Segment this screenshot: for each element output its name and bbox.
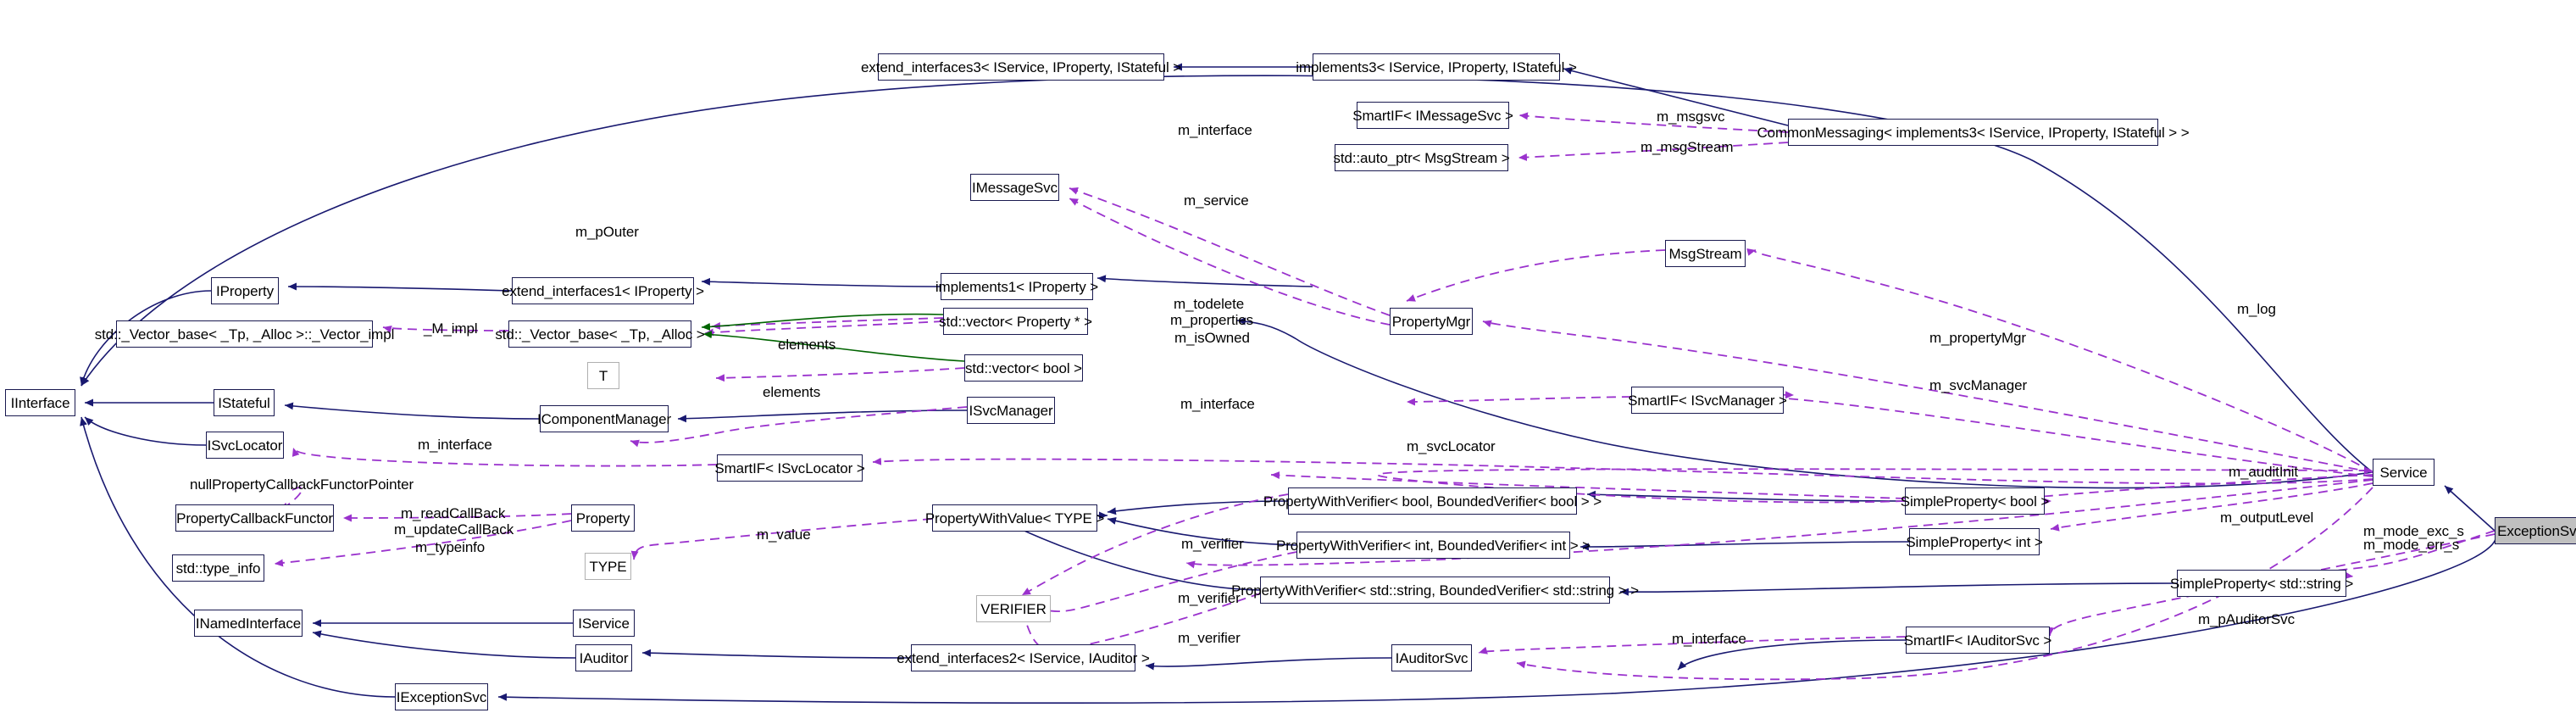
edge-label-m_pAuditorSvc: m_pAuditorSvc bbox=[2198, 611, 2295, 627]
edge-label-m_service: m_service bbox=[1184, 192, 1249, 209]
class-node-istateful[interactable]: IStateful bbox=[214, 389, 275, 416]
edge-label-m_verifier_2: m_verifier bbox=[1178, 590, 1241, 606]
class-node-smartif_imessagesvc[interactable]: SmartIF< IMessageSvc > bbox=[1352, 102, 1513, 129]
class-node-pwv_int[interactable]: PropertyWithVerifier< int, BoundedVerifi… bbox=[1276, 532, 1591, 559]
class-node-simpleproperty_bool[interactable]: SimpleProperty< bool > bbox=[1901, 487, 2049, 515]
edge-label-elements_top: elements bbox=[778, 337, 836, 353]
class-node-tmpl_VERIFIER[interactable]: VERIFIER bbox=[976, 595, 1051, 622]
edge-label-m_interface_svcmgr: m_interface bbox=[1180, 396, 1255, 412]
class-node-exceptionsvc[interactable]: ExceptionSvc bbox=[2495, 517, 2576, 544]
class-node-msgstream[interactable]: MsgStream bbox=[1665, 240, 1746, 267]
edge-label-m_readCallBack: m_readCallBack bbox=[401, 505, 506, 521]
class-node-iauditorsvc[interactable]: IAuditorSvc bbox=[1391, 644, 1472, 671]
edge-label-m_pOuter: m_pOuter bbox=[575, 224, 639, 240]
edge-label-m_value: m_value bbox=[757, 526, 811, 543]
class-node-tmpl_T[interactable]: T bbox=[587, 362, 619, 389]
edge-label-m_msgStream: m_msgStream bbox=[1641, 139, 1734, 155]
class-node-iservice[interactable]: IService bbox=[573, 610, 635, 637]
class-node-commonmessaging[interactable]: CommonMessaging< implements3< IService, … bbox=[1757, 119, 2190, 146]
class-node-propertycallback[interactable]: PropertyCallbackFunctor bbox=[175, 504, 334, 532]
class-node-vector_bool[interactable]: std::vector< bool > bbox=[964, 354, 1083, 382]
class-node-smartif_iauditorsvc[interactable]: SmartIF< IAuditorSvc > bbox=[1904, 627, 2051, 654]
class-node-imessagesvc[interactable]: IMessageSvc bbox=[970, 174, 1059, 201]
class-node-pwv_bool[interactable]: PropertyWithVerifier< bool, BoundedVerif… bbox=[1263, 487, 1602, 515]
class-node-tmpl_TYPE[interactable]: TYPE bbox=[585, 553, 631, 580]
class-node-isvclocator[interactable]: ISvcLocator bbox=[206, 432, 284, 459]
class-node-simpleproperty_str[interactable]: SimpleProperty< std::string > bbox=[2170, 570, 2353, 597]
class-node-icomponentmanager[interactable]: IComponentManager bbox=[537, 405, 671, 432]
class-node-iproperty[interactable]: IProperty bbox=[211, 277, 279, 304]
class-node-pwv_string[interactable]: PropertyWithVerifier< std::string, Bound… bbox=[1231, 577, 1639, 604]
class-node-property[interactable]: Property bbox=[571, 504, 635, 532]
edge-label-m_verifier_1: m_verifier bbox=[1181, 536, 1244, 552]
edge-label-m_mode_err_s: m_mode_err_s bbox=[2363, 537, 2460, 553]
class-node-type_info[interactable]: std::type_info bbox=[172, 554, 264, 582]
edge-label-nullPropertyCallbackFunctorPointer: nullPropertyCallbackFunctorPointer bbox=[190, 476, 414, 493]
edge-label-m_outputLevel: m_outputLevel bbox=[2220, 510, 2314, 526]
class-node-smartif_isvcmanager[interactable]: SmartIF< ISvcManager > bbox=[1628, 387, 1787, 414]
edge-label-m_todelete: m_todelete bbox=[1174, 296, 1245, 312]
class-node-extend_interfaces1[interactable]: extend_interfaces1< IProperty > bbox=[502, 277, 704, 304]
class-node-simpleproperty_int[interactable]: SimpleProperty< int > bbox=[1906, 528, 2043, 555]
class-node-vector_base[interactable]: std::_Vector_base< _Tp, _Alloc > bbox=[495, 320, 705, 348]
edge-label-m_updateCallBack: m_updateCallBack bbox=[394, 521, 514, 538]
class-node-extend_interfaces2[interactable]: extend_interfaces2< IService, IAuditor > bbox=[897, 644, 1150, 671]
edge-label-m_interface_auditor: m_interface bbox=[1672, 631, 1746, 647]
edge-label-m_auditInit: m_auditInit bbox=[2229, 464, 2299, 480]
edge-label-m_svcManager: m_svcManager bbox=[1929, 377, 2028, 393]
edge-label-m_verifier_3: m_verifier bbox=[1178, 630, 1241, 646]
edge-label-m_interface_svcloc: m_interface bbox=[418, 437, 492, 453]
class-node-smartif_isvclocator[interactable]: SmartIF< ISvcLocator > bbox=[714, 454, 865, 482]
class-node-iinterface[interactable]: IInterface bbox=[5, 389, 75, 416]
inheritance-edges bbox=[80, 63, 2497, 705]
edge-label-elements_bot: elements bbox=[763, 384, 821, 400]
edge-label-m_properties: m_properties bbox=[1170, 312, 1254, 328]
edge-label-_M_impl: _M_impl bbox=[424, 320, 478, 337]
edge-label-m_isOwned: m_isOwned bbox=[1174, 330, 1250, 346]
class-node-implements1[interactable]: implements1< IProperty > bbox=[935, 273, 1098, 300]
edge-label-m_typeinfo: m_typeinfo bbox=[415, 539, 486, 555]
class-node-iauditor[interactable]: IAuditor bbox=[575, 644, 632, 671]
class-node-extend_interfaces3[interactable]: extend_interfaces3< IService, IProperty,… bbox=[861, 53, 1181, 81]
class-node-isvcmanager[interactable]: ISvcManager bbox=[967, 397, 1055, 424]
class-node-service[interactable]: Service bbox=[2373, 459, 2434, 486]
class-node-vector_base_impl[interactable]: std::_Vector_base< _Tp, _Alloc >::_Vecto… bbox=[95, 320, 394, 348]
class-node-inamedinterface[interactable]: INamedInterface bbox=[194, 610, 303, 637]
class-node-propertywithvalue[interactable]: PropertyWithValue< TYPE > bbox=[925, 504, 1104, 532]
edge-label-m_msgsvc: m_msgsvc bbox=[1657, 109, 1725, 125]
class-node-propertymgr[interactable]: PropertyMgr bbox=[1390, 308, 1473, 335]
edge-label-m_svcLocator: m_svcLocator bbox=[1407, 438, 1496, 454]
class-node-iexceptionsvc[interactable]: IExceptionSvc bbox=[395, 683, 488, 710]
edge-label-m_propertyMgr: m_propertyMgr bbox=[1929, 330, 2026, 346]
edge-label-m_mode_exc_s: m_mode_exc_s bbox=[2363, 523, 2464, 539]
edge-label-m_interface_msgsvc: m_interface bbox=[1178, 122, 1252, 138]
edge-label-m_log: m_log bbox=[2237, 301, 2276, 317]
class-node-implements3[interactable]: implements3< IService, IProperty, IState… bbox=[1296, 53, 1577, 81]
class-node-auto_ptr_msgstream[interactable]: std::auto_ptr< MsgStream > bbox=[1333, 144, 1510, 171]
class-node-vector_property[interactable]: std::vector< Property * > bbox=[939, 308, 1092, 335]
